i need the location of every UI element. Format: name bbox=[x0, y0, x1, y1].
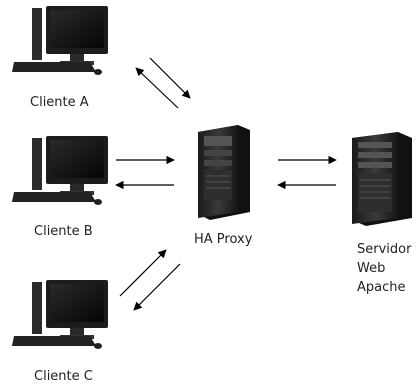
ha-proxy-server-icon bbox=[198, 125, 250, 220]
cliente-b-label: Cliente B bbox=[34, 224, 93, 239]
arrow-to-client bbox=[135, 67, 179, 109]
edge-cliente-a-ha-proxy bbox=[135, 57, 191, 109]
cliente-c-label: Cliente C bbox=[34, 369, 93, 384]
server-label-line-2: Web bbox=[357, 261, 386, 276]
arrow-to-client bbox=[133, 263, 181, 311]
server-label-line-1: Servidor bbox=[357, 242, 412, 257]
server-label-line-3: Apache bbox=[357, 280, 406, 295]
edge-cliente-c-ha-proxy bbox=[119, 249, 181, 311]
edge-ha-proxy-apache bbox=[277, 155, 337, 190]
client-c-computer-icon bbox=[12, 280, 108, 349]
cliente-a-label: Cliente A bbox=[30, 95, 89, 110]
edge-cliente-b-ha-proxy bbox=[115, 155, 175, 190]
client-a-computer-icon bbox=[12, 6, 108, 75]
arrow-to-proxy bbox=[119, 249, 167, 297]
arrow-to-proxy bbox=[149, 57, 191, 99]
ha-proxy-label: HA Proxy bbox=[194, 232, 253, 247]
client-b-computer-icon bbox=[12, 136, 108, 205]
apache-web-server-icon bbox=[352, 132, 412, 226]
